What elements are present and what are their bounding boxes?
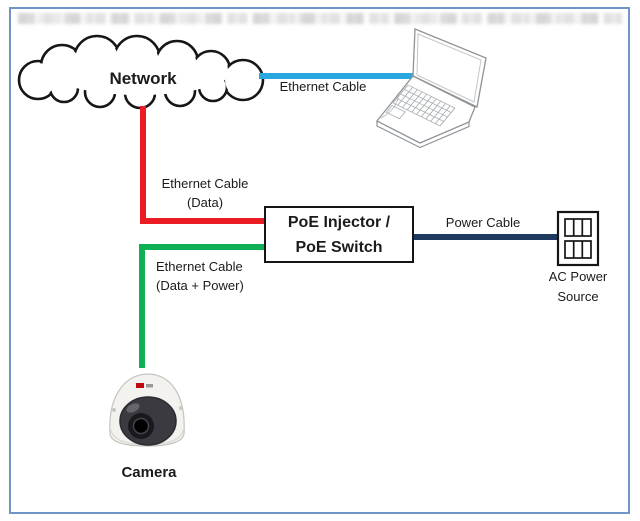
camera-label: Camera <box>121 464 177 481</box>
camera-logo <box>136 383 144 388</box>
ac-outlet-icon <box>556 210 600 267</box>
poe-box-label-line1: PoE Injector / <box>287 213 391 231</box>
laptop-icon <box>375 28 487 149</box>
ethernet-cable-data-label-line2: (Data) <box>186 194 224 210</box>
power-cable-label: Power Cable <box>445 215 521 230</box>
ethernet-cable-data-power-label-line1: Ethernet Cable <box>156 259 243 274</box>
ethernet-cable-data-power-line <box>139 244 264 368</box>
poe-injector-box: PoE Injector / PoE Switch <box>264 206 414 263</box>
cloud-fill <box>21 38 261 106</box>
network-cloud-label: Network <box>109 69 177 88</box>
ethernet-cable-data-power-label-line2: (Data + Power) <box>156 278 244 293</box>
ethernet-cable-data-label: Ethernet Cable (Data) <box>153 175 257 212</box>
ac-power-label-line2: Source <box>557 289 599 304</box>
laptop-touchpad <box>385 104 406 120</box>
ethernet-cable-laptop-label: Ethernet Cable <box>279 79 367 94</box>
ethernet-cable-data-line <box>140 106 264 224</box>
laptop-keyboard <box>385 84 456 127</box>
poe-box-label-line2: PoE Switch <box>295 238 383 256</box>
dome-camera-icon <box>109 373 185 447</box>
ac-power-label-line1: AC Power <box>548 269 608 284</box>
ethernet-cable-data-label-line1: Ethernet Cable <box>161 176 249 191</box>
page-border <box>9 7 630 514</box>
ethernet-cable-data-power-label: Ethernet Cable (Data + Power) <box>156 257 271 295</box>
